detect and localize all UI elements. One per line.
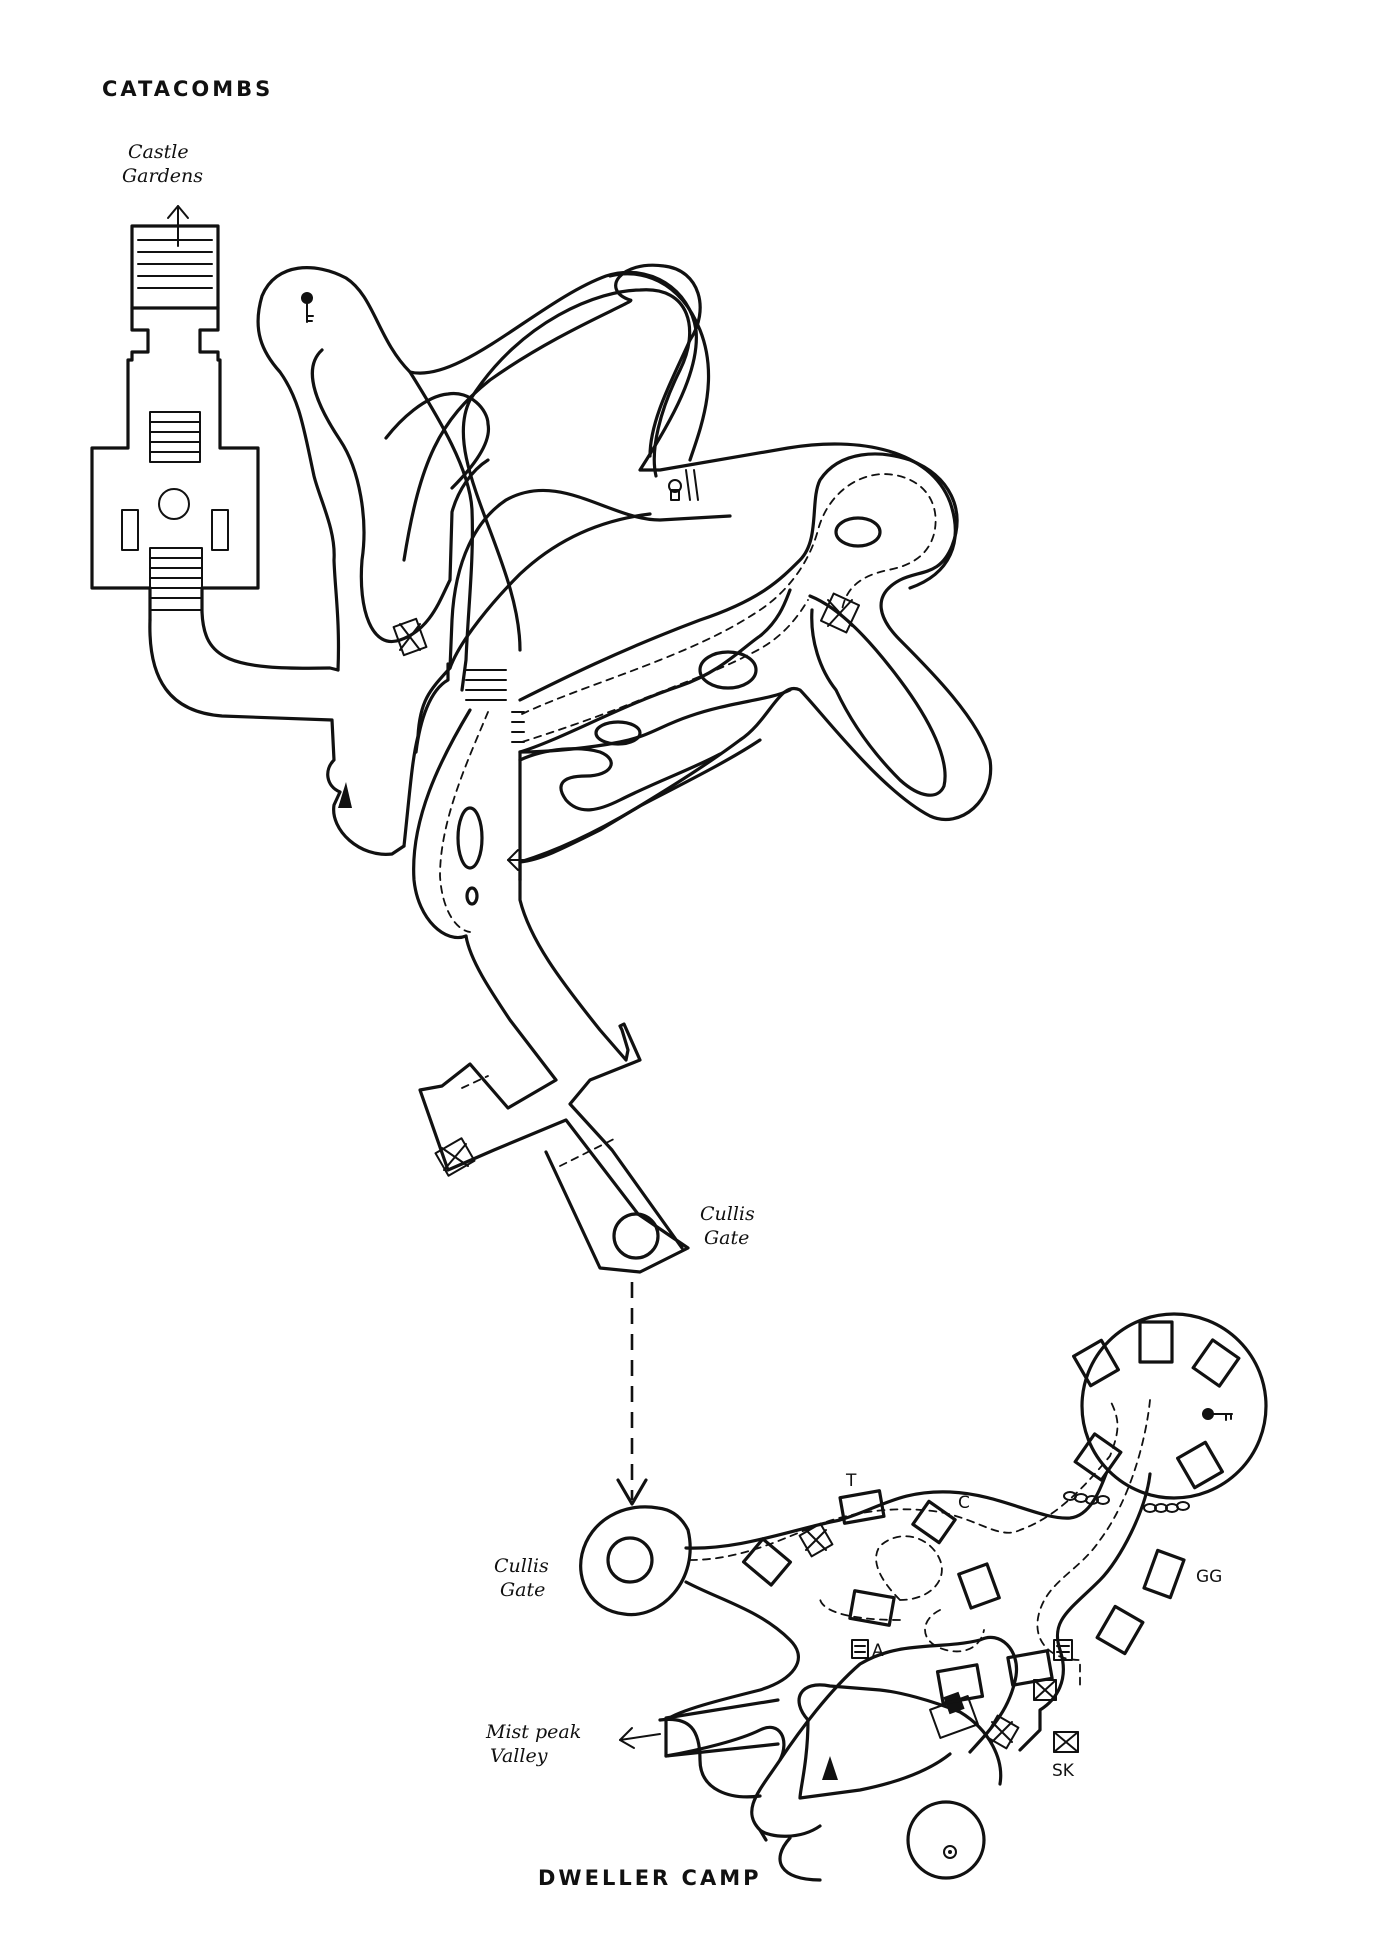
tent-icon — [1138, 1320, 1174, 1364]
camp-inner-wall — [758, 1635, 1019, 1882]
marker-sk-label: SK — [1052, 1761, 1075, 1781]
chest-icon[interactable] — [434, 1137, 476, 1177]
camp-path — [819, 1597, 901, 1621]
portal-icon[interactable] — [612, 1212, 660, 1260]
sign-icon[interactable] — [851, 1639, 869, 1659]
water-edge — [521, 599, 809, 743]
water-channel-west — [412, 708, 472, 940]
tent-icon — [1176, 1440, 1224, 1490]
castle-gardens-label-line1: Castle — [128, 141, 189, 163]
catacomb-wall-inner-lobe — [384, 391, 491, 754]
campfire-icon — [338, 782, 352, 808]
tent-gg-label: GG — [1196, 1567, 1222, 1587]
cullis-gate-lower-label-line2: Gate — [500, 1579, 545, 1601]
ne-plaza-wall — [1080, 1312, 1268, 1500]
pond-icon — [594, 720, 642, 746]
corridor-door — [559, 1137, 617, 1167]
cullis-gate-lower-label-line1: Cullis — [494, 1555, 549, 1577]
stairs-icon — [130, 224, 220, 310]
well-room — [906, 1800, 986, 1880]
north-arch-outer — [402, 263, 702, 562]
tent-icon — [848, 1589, 896, 1627]
south-inner-lobe — [518, 688, 792, 864]
camp-outer-wall — [664, 1472, 1152, 1842]
catacomb-wall-west — [148, 610, 406, 856]
campfire-icon — [822, 1756, 838, 1780]
castle-gardens-label-line2: Gardens — [122, 165, 203, 187]
altar-icon — [158, 488, 190, 520]
camp-hub-ring — [875, 1535, 943, 1601]
chest-icon[interactable] — [819, 592, 861, 634]
mist-peak-label-line2: Valley — [490, 1745, 548, 1767]
arrow-icon — [507, 849, 531, 871]
portal-icon[interactable] — [606, 1536, 654, 1584]
tomb-icon — [211, 509, 229, 551]
arrow-icon — [616, 1478, 648, 1506]
tent-icon — [838, 1489, 886, 1525]
water-edge — [521, 473, 937, 715]
cave-island-west — [310, 348, 490, 644]
well-icon[interactable] — [943, 1845, 957, 1859]
pond-icon — [698, 650, 758, 690]
inner-lobe-tongue — [518, 747, 722, 812]
east-cave-wall-inner — [518, 588, 947, 797]
stairs-icon — [149, 547, 203, 611]
tent-icon — [1142, 1548, 1186, 1600]
tent-icon — [1095, 1604, 1145, 1656]
key-icon[interactable] — [301, 292, 314, 323]
camp-path — [689, 1399, 1119, 1561]
tent-c-label: C — [958, 1493, 970, 1513]
pond-icon — [465, 886, 479, 906]
north-arch — [461, 272, 711, 652]
map-title-catacombs: CATACOMBS — [102, 77, 273, 101]
corridor-door — [461, 1075, 489, 1089]
chest-icon[interactable] — [984, 1714, 1020, 1750]
tent-icon — [957, 1562, 1001, 1610]
tent-icon — [935, 1663, 985, 1705]
tent-icon — [1072, 1338, 1120, 1388]
bars-icon — [511, 711, 525, 882]
camp-path — [1036, 1399, 1151, 1691]
castle-hall-wall — [90, 306, 260, 622]
chest-icon[interactable] — [1033, 1679, 1057, 1701]
tent-t-label: T — [845, 1471, 857, 1491]
tent-icon — [1073, 1432, 1123, 1482]
camp-path — [924, 1609, 985, 1653]
cullis-gate-upper-label-line2: Gate — [704, 1227, 749, 1249]
tent-icon — [741, 1537, 793, 1587]
camp-wall — [579, 1505, 692, 1617]
arrow-icon — [619, 1727, 661, 1749]
tent-icon — [1006, 1649, 1054, 1687]
stairs-icon — [465, 669, 507, 701]
stairs-icon — [149, 411, 201, 463]
chest-icon[interactable] — [392, 617, 428, 657]
chain-gate — [1063, 1491, 1190, 1513]
tent-icon — [1191, 1338, 1241, 1388]
corridor-east-wall — [448, 512, 652, 670]
pond-icon — [834, 516, 882, 548]
mist-valley-exit — [664, 1698, 780, 1758]
sign-icon[interactable] — [1053, 1639, 1073, 1661]
camp-south-tongue — [658, 1683, 1003, 1800]
keyhole-icon[interactable] — [668, 469, 699, 501]
corridor-west-wall — [408, 370, 474, 692]
chest-icon[interactable] — [798, 1522, 834, 1558]
cullis-gate-upper-label-line1: Cullis — [700, 1203, 755, 1225]
mist-peak-label-line1: Mist peak — [485, 1721, 581, 1743]
marker-a-label: A — [872, 1641, 884, 1661]
chest-icon[interactable] — [1053, 1731, 1079, 1753]
map-title-dweller-camp: DWELLER CAMP — [538, 1866, 761, 1890]
water-edge — [439, 711, 489, 933]
south-corridor — [418, 878, 690, 1274]
tent-icon — [911, 1499, 957, 1545]
pond-icon — [456, 806, 484, 870]
key-icon[interactable] — [1202, 1408, 1233, 1421]
east-cave-wall-outer — [518, 452, 993, 882]
tomb-icon — [121, 509, 139, 551]
